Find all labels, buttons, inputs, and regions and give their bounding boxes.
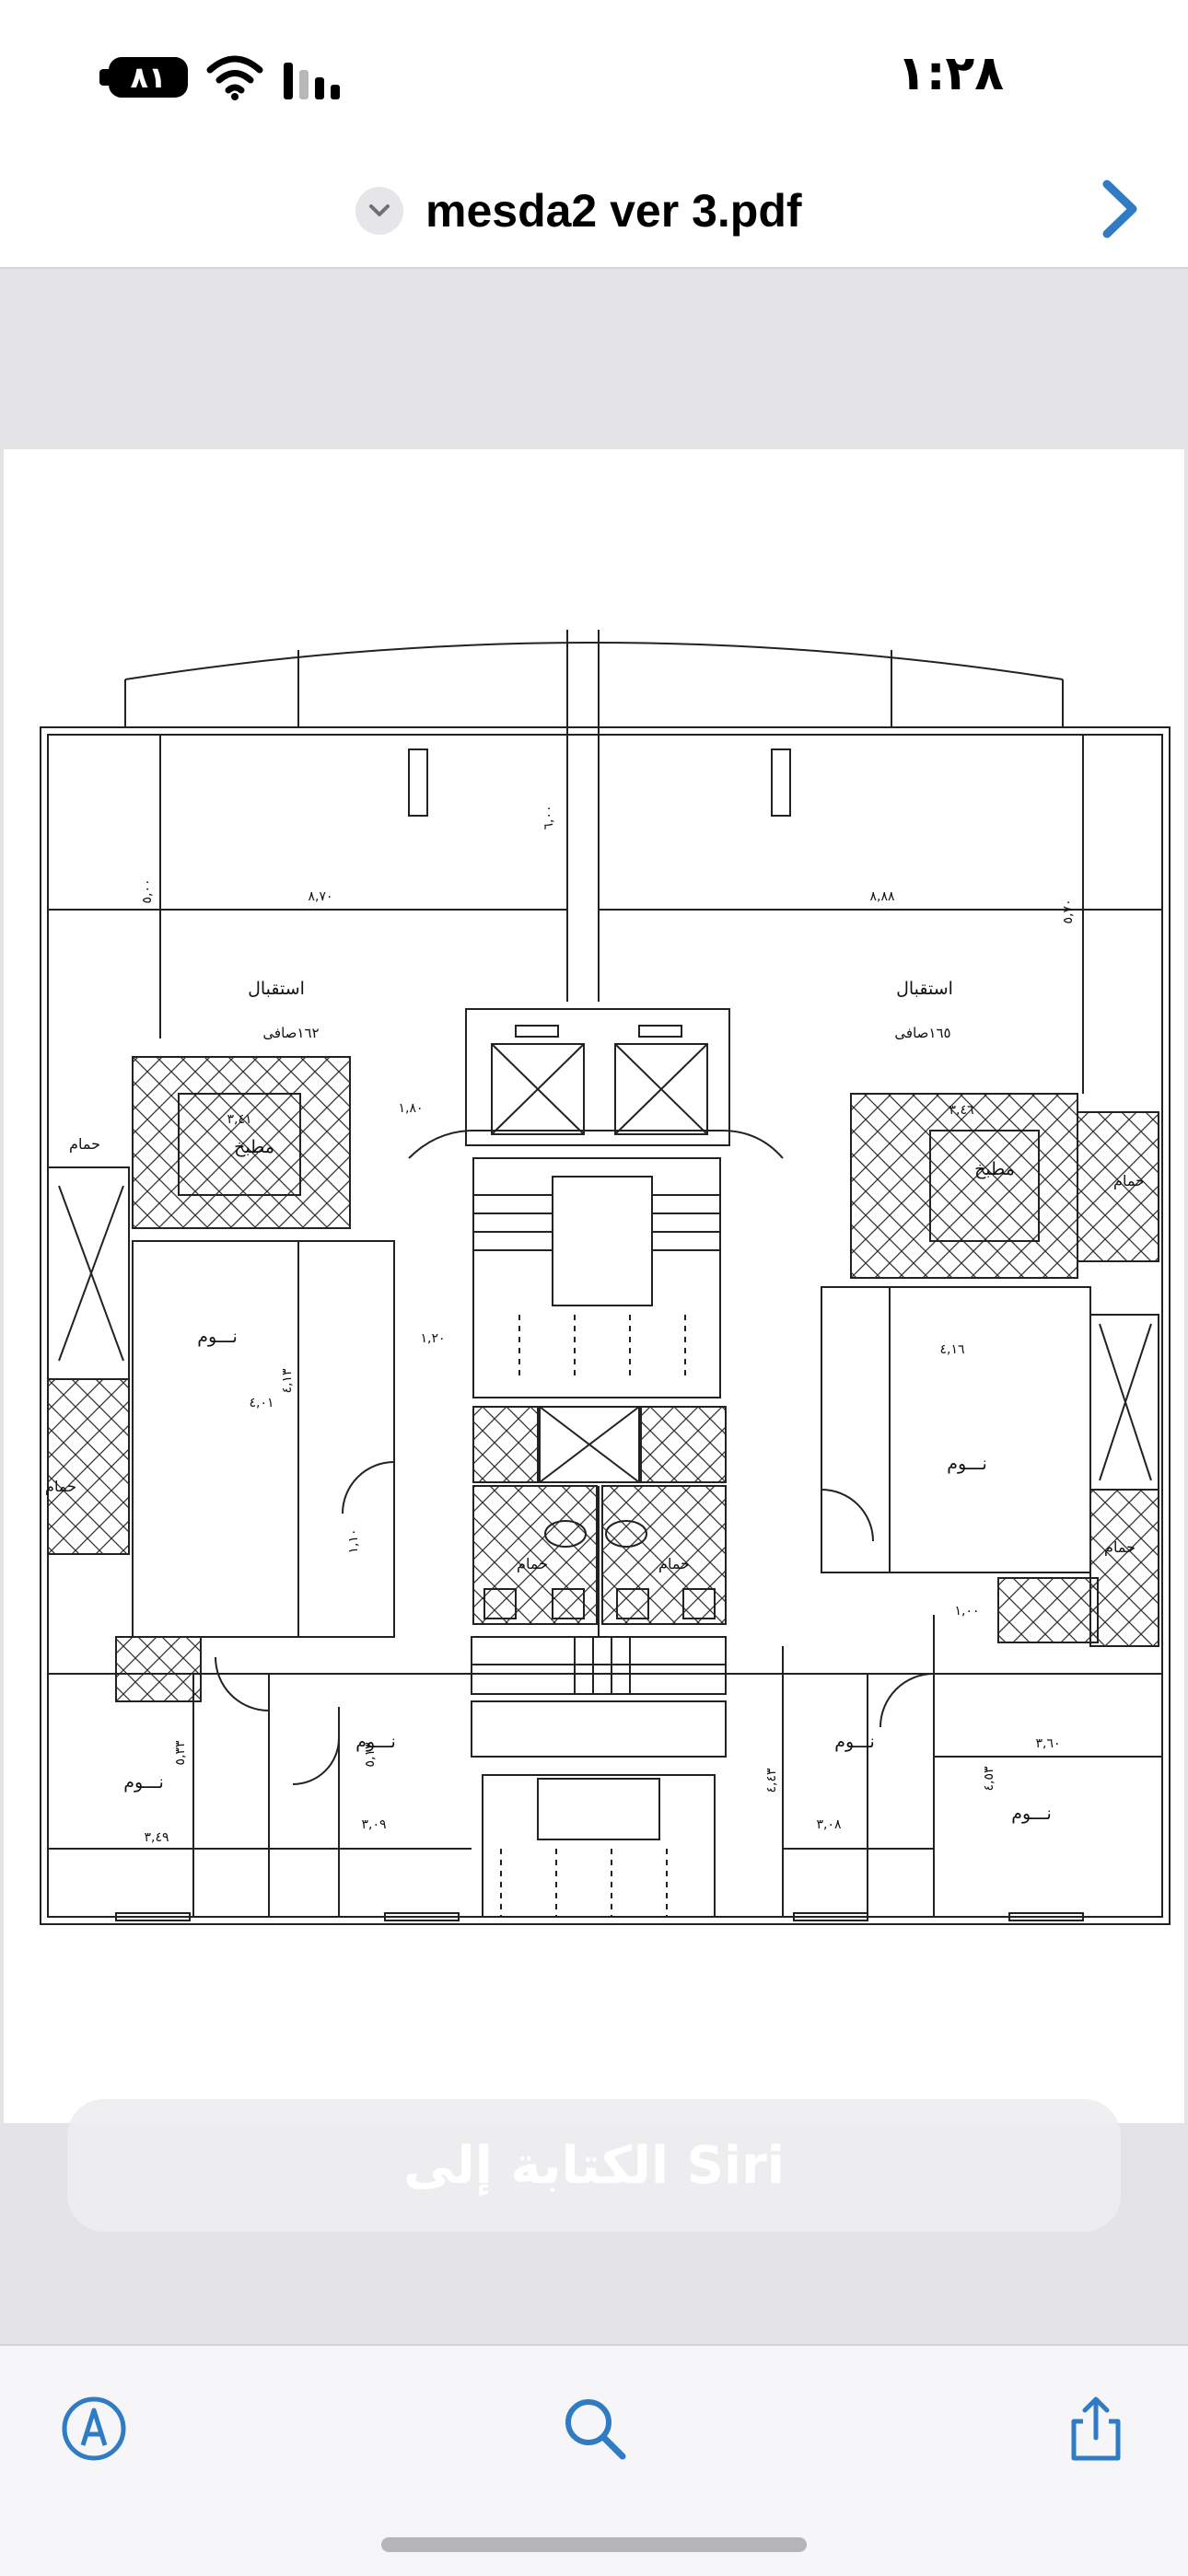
room-label-bathroom-1: حمام [69, 1135, 100, 1153]
room-label-bedroom-4: نـــوم [355, 1732, 396, 1752]
dimension-label: ١,٠٠ [954, 1604, 979, 1619]
document-title-menu[interactable]: mesda2 ver 3.pdf [355, 184, 802, 238]
markup-icon[interactable] [57, 2392, 131, 2466]
room-label-bedroom-6: نـــوم [1011, 1804, 1052, 1824]
chevron-right-icon[interactable] [1092, 177, 1147, 241]
siri-suggestion-pill[interactable]: الكتابة إلى Siri [67, 2099, 1121, 2232]
status-bar: ٨١ ١:٢٨ [0, 0, 1188, 147]
battery-nub [99, 69, 109, 86]
search-icon[interactable] [558, 2392, 632, 2466]
room-label-bedroom-2: نـــوم [947, 1454, 987, 1474]
status-time: ١:٢٨ [896, 46, 1004, 101]
nav-bar: mesda2 ver 3.pdf [0, 147, 1188, 269]
floor-plan: استقبال استقبال ١٦٢صافى ١٦٥صافى مطبخ مطب… [40, 630, 1171, 1925]
dimension-label: ٨,٨٨ [869, 889, 894, 904]
dimension-label: ١,١٠ [346, 1528, 361, 1553]
room-label-bathroom-6: حمام [1104, 1538, 1136, 1556]
room-label-bedroom-1: نـــوم [197, 1327, 238, 1347]
dimension-label: ٤,٠١ [249, 1396, 274, 1410]
siri-pill-text: الكتابة إلى Siri [403, 2135, 785, 2196]
room-label-bathroom-3: حمام [517, 1555, 548, 1572]
dimension-label: ٣,٤١ [227, 1112, 251, 1127]
dimension-label: ٣,٠٨ [816, 1817, 841, 1832]
cellular-signal-icon [284, 63, 340, 99]
room-label-kitchen-left: مطبخ [234, 1137, 274, 1157]
room-label-bedroom-5: نـــوم [834, 1732, 875, 1752]
dimension-label: ٤,٥٣ [982, 1766, 996, 1791]
room-label-bathroom-5: حمام [1113, 1172, 1145, 1189]
room-label-bathroom-2: حمام [45, 1478, 76, 1495]
dimension-label: ٣,٦٠ [1035, 1736, 1060, 1751]
dimension-label: ٣,٠٩ [361, 1817, 386, 1832]
document-title: mesda2 ver 3.pdf [425, 185, 802, 237]
dimension-label: ٨,٧٠ [308, 889, 332, 904]
dimension-label: ١,٢٠ [420, 1331, 445, 1346]
room-label-bathroom-4: حمام [658, 1555, 690, 1572]
dimension-label: ٥,٠٠ [140, 878, 155, 903]
room-label-kitchen-right: مطبخ [974, 1159, 1015, 1179]
pdf-page[interactable]: استقبال استقبال ١٦٢صافى ١٦٥صافى مطبخ مطب… [4, 449, 1184, 2123]
dimension-label: ٥,٧٠ [1061, 899, 1076, 923]
dimension-label: ٣,٤٩ [144, 1830, 169, 1845]
dimension-label: ٣,٤٦ [949, 1103, 973, 1118]
dimension-label: ٥,٣٣ [173, 1740, 188, 1765]
dimension-label: ٥,١٣ [363, 1742, 378, 1767]
battery-icon: ٨١ [109, 57, 188, 98]
net-area-left: ١٦٢صافى [262, 1025, 319, 1041]
battery-level: ٨١ [130, 60, 167, 95]
dimension-label: ١,٨٠ [398, 1101, 423, 1116]
chevron-down-icon[interactable] [355, 187, 403, 235]
wifi-icon [206, 55, 263, 100]
share-icon[interactable] [1059, 2392, 1133, 2466]
room-label-reception-left: استقبال [248, 979, 305, 999]
room-label-reception-right: استقبال [896, 979, 953, 999]
pdf-viewer[interactable]: استقبال استقبال ١٦٢صافى ١٦٥صافى مطبخ مطب… [0, 269, 1188, 2344]
dimension-label: ٤,١٣ [280, 1368, 295, 1393]
net-area-right: ١٦٥صافى [894, 1025, 950, 1041]
dimension-label: ٦,٠٠ [542, 805, 556, 830]
home-indicator [381, 2537, 807, 2552]
dimension-label: ٤,٤٣ [764, 1768, 779, 1793]
dimension-label: ٤,١٦ [939, 1342, 964, 1357]
room-label-bedroom-3: نـــوم [123, 1772, 164, 1793]
